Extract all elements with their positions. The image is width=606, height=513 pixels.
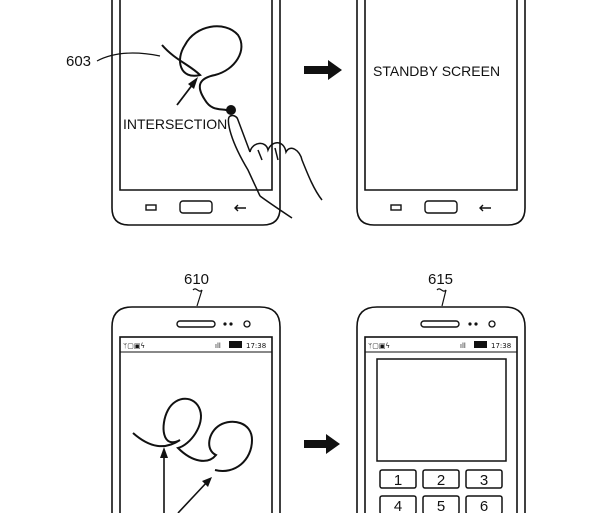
phone-top-right-nav: [391, 201, 491, 213]
phone-bottom-left-top: [177, 321, 250, 327]
display-area: [377, 359, 506, 461]
reference-615: 615: [428, 271, 453, 288]
battery-icon: [474, 341, 487, 348]
keypad-label: 5: [437, 498, 445, 513]
home-button-icon: [425, 201, 457, 213]
standby-screen-label: STANDBY SCREEN: [373, 63, 500, 79]
gesture-double-loop: [133, 399, 252, 471]
camera-icon: [489, 321, 495, 327]
signal-icon: ıll: [215, 342, 221, 350]
right-arrow-icon: [304, 434, 340, 454]
status-bar-right: ᛘ▢▣ϟ ıll 17:38: [368, 341, 511, 350]
keypad-labels: 1 2 3 4 5 6: [394, 472, 488, 513]
signal-icon: ıll: [460, 342, 466, 350]
home-button-icon: [180, 201, 212, 213]
keypad-label: 2: [437, 472, 445, 489]
pointing-hand-icon: [228, 116, 322, 218]
pointer-arrow: [178, 481, 208, 513]
reference-603: 603: [66, 53, 91, 70]
leader-line-603: [97, 53, 160, 61]
menu-key-icon: [146, 205, 156, 210]
keypad-label: 6: [480, 498, 488, 513]
reference-610: 610: [184, 271, 209, 288]
notification-icons: ᛘ▢▣ϟ: [123, 342, 145, 350]
back-key-icon: [480, 205, 491, 211]
leader-tilde-610: [193, 289, 202, 306]
speaker-grille: [421, 321, 459, 327]
gesture-loop-top: [162, 26, 241, 111]
back-key-icon: [235, 205, 246, 211]
intersection-label: INTERSECTION: [123, 116, 227, 132]
sensor-dot: [223, 322, 226, 325]
touch-point: [226, 105, 236, 115]
right-arrow-icon: [304, 60, 342, 80]
leader-tilde-615: [437, 289, 446, 306]
battery-icon: [229, 341, 242, 348]
keypad-label: 4: [394, 498, 402, 513]
phone-top-left-nav: [146, 201, 246, 213]
sensor-dot: [229, 322, 232, 325]
notification-icons: ᛘ▢▣ϟ: [368, 342, 390, 350]
status-time: 17:38: [246, 342, 266, 350]
menu-key-icon: [391, 205, 401, 210]
keypad-label: 1: [394, 472, 402, 489]
phone-top-left: [112, 0, 280, 225]
speaker-grille: [177, 321, 215, 327]
status-bar-left: ᛘ▢▣ϟ ıll 17:38: [123, 341, 266, 350]
sensor-dot: [468, 322, 471, 325]
sensor-dot: [474, 322, 477, 325]
phone-bottom-left: [112, 307, 280, 513]
keypad-label: 3: [480, 472, 488, 489]
phone-top-right: [357, 0, 525, 225]
arrow-head-icon: [160, 447, 168, 458]
status-time: 17:38: [491, 342, 511, 350]
camera-icon: [244, 321, 250, 327]
phone-bottom-right-top: [421, 321, 495, 327]
